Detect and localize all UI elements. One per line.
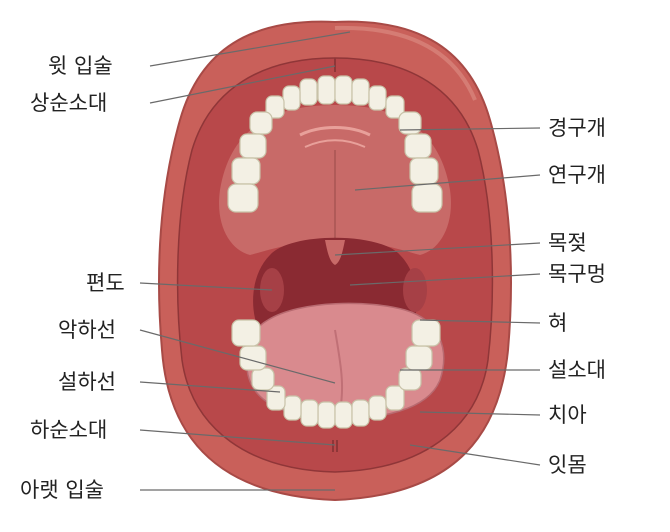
label-upper-frenulum: 상순소대 (30, 91, 108, 115)
label-throat: 목구멍 (548, 262, 606, 286)
label-uvula: 목젖 (548, 231, 587, 255)
label-gums: 잇몸 (548, 453, 587, 477)
label-sublingual: 설하선 (58, 370, 116, 394)
label-teeth: 치아 (548, 403, 587, 427)
label-tongue: 혀 (548, 311, 568, 335)
leader-lines (139, 31, 541, 491)
upper-teeth (227, 75, 443, 213)
label-lingual-frenulum: 설소대 (548, 358, 606, 382)
label-hard-palate: 경구개 (548, 116, 606, 140)
lower-teeth (231, 319, 441, 429)
label-lower-frenulum: 하순소대 (30, 418, 108, 442)
label-lower-lip: 아랫 입술 (20, 478, 104, 502)
label-soft-palate: 연구개 (548, 163, 606, 187)
label-submandibular: 악하선 (58, 318, 116, 342)
tonsil-right (403, 268, 427, 312)
label-tonsil: 편도 (86, 271, 125, 295)
label-upper-lip: 윗 입술 (48, 54, 113, 78)
uvula (325, 240, 345, 265)
